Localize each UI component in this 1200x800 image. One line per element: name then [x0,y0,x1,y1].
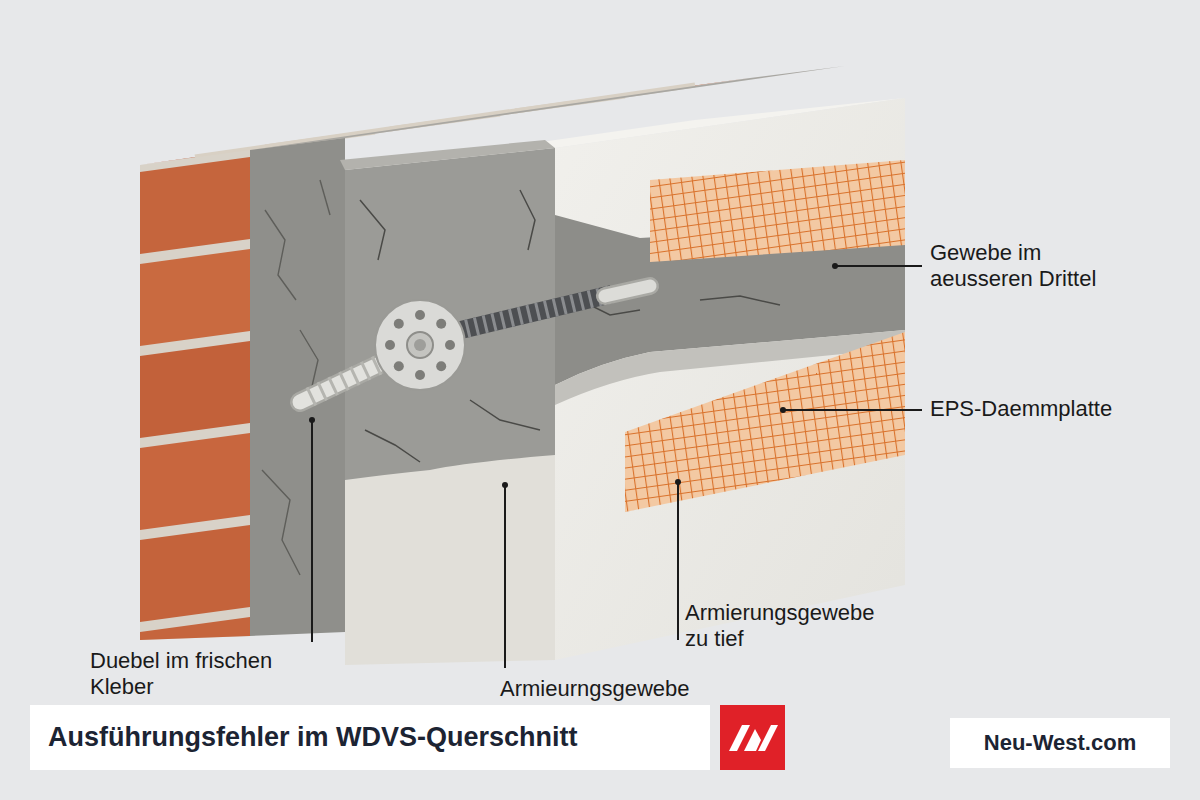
eps-right-face [555,98,905,660]
callout-label: Gewebe im aeusseren Drittel [930,240,1125,292]
eps-front [345,148,555,665]
brick-courses [140,157,250,714]
dowel [300,286,650,402]
watermark: Neu-West.com [984,730,1136,756]
plaster-cracks [262,180,330,575]
cracks [360,190,780,462]
mesh-deep [625,332,905,512]
brick-front [140,150,250,640]
brand-box: Neu-West.com [950,718,1170,768]
brand-logo [720,705,785,770]
callout-label: EPS-Daemmplatte [930,396,1160,422]
callout-label: Armieurngsgewebe [500,676,760,702]
callout-label: Armierungsgewebe zu tief [685,600,900,652]
adhesive-top [340,140,555,170]
callout-label: Duebel im frischen Kleber [90,648,290,700]
leader-lines [312,266,922,668]
mesh-outer [650,160,905,262]
title-text: Ausführungsfehler im WDVS-Querschnitt [48,722,578,753]
title-bar: Ausführungsfehler im WDVS-Querschnitt [30,705,710,770]
leader-dots [309,263,838,488]
